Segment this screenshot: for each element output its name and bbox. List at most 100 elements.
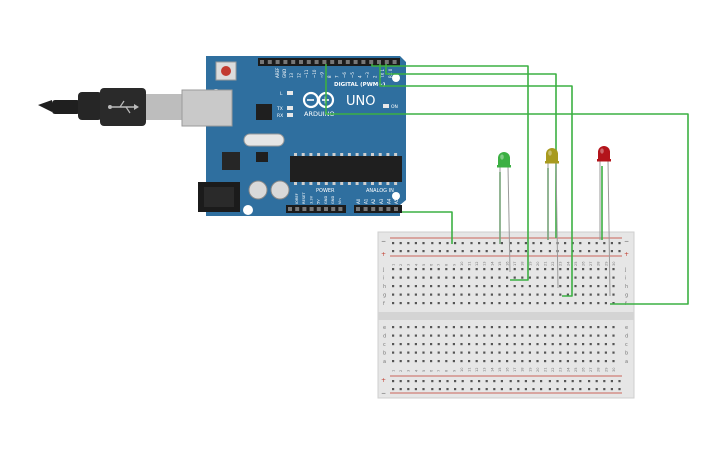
breadboard-hole[interactable] [399, 293, 402, 296]
breadboard-hole[interactable] [399, 268, 402, 271]
breadboard-hole[interactable] [524, 250, 527, 253]
breadboard-hole[interactable] [536, 326, 539, 329]
breadboard-hole[interactable] [460, 326, 463, 329]
breadboard-hole[interactable] [521, 302, 524, 305]
breadboard-hole[interactable] [582, 326, 585, 329]
breadboard-hole[interactable] [559, 343, 562, 346]
breadboard-hole[interactable] [446, 242, 449, 245]
breadboard-hole[interactable] [610, 388, 613, 391]
breadboard-hole[interactable] [399, 250, 402, 253]
breadboard-hole[interactable] [536, 302, 539, 305]
breadboard-hole[interactable] [574, 351, 577, 354]
breadboard-hole[interactable] [392, 351, 395, 354]
breadboard-hole[interactable] [392, 380, 395, 383]
breadboard-hole[interactable] [475, 334, 478, 337]
breadboard-hole[interactable] [506, 293, 509, 296]
breadboard-hole[interactable] [461, 242, 464, 245]
breadboard-hole[interactable] [513, 293, 516, 296]
breadboard-hole[interactable] [392, 360, 395, 363]
breadboard-hole[interactable] [544, 268, 547, 271]
breadboard-hole[interactable] [452, 285, 455, 288]
breadboard-hole[interactable] [452, 302, 455, 305]
breadboard-hole[interactable] [452, 276, 455, 279]
breadboard-hole[interactable] [506, 326, 509, 329]
breadboard-hole[interactable] [509, 250, 512, 253]
breadboard-hole[interactable] [452, 351, 455, 354]
breadboard-hole[interactable] [540, 250, 543, 253]
analog-pin-hole[interactable] [378, 207, 383, 211]
breadboard-hole[interactable] [559, 326, 562, 329]
power-pin-hole[interactable] [316, 207, 321, 211]
breadboard-hole[interactable] [566, 302, 569, 305]
breadboard-hole[interactable] [566, 360, 569, 363]
breadboard-hole[interactable] [460, 268, 463, 271]
breadboard-hole[interactable] [532, 250, 535, 253]
breadboard-hole[interactable] [470, 250, 473, 253]
breadboard-hole[interactable] [610, 380, 613, 383]
breadboard-hole[interactable] [498, 268, 501, 271]
breadboard-hole[interactable] [618, 242, 621, 245]
breadboard-hole[interactable] [407, 326, 410, 329]
breadboard-hole[interactable] [536, 276, 539, 279]
breadboard-hole[interactable] [452, 343, 455, 346]
breadboard-hole[interactable] [437, 268, 440, 271]
breadboard-hole[interactable] [460, 351, 463, 354]
breadboard-hole[interactable] [422, 250, 425, 253]
breadboard-hole[interactable] [506, 268, 509, 271]
breadboard-hole[interactable] [430, 302, 433, 305]
power-pin-hole[interactable] [302, 207, 307, 211]
breadboard-hole[interactable] [506, 343, 509, 346]
breadboard-hole[interactable] [468, 293, 471, 296]
breadboard-hole[interactable] [490, 293, 493, 296]
breadboard-hole[interactable] [589, 285, 592, 288]
breadboard-hole[interactable] [582, 285, 585, 288]
breadboard-hole[interactable] [392, 250, 395, 253]
breadboard-hole[interactable] [574, 302, 577, 305]
breadboard-hole[interactable] [445, 302, 448, 305]
breadboard-hole[interactable] [498, 302, 501, 305]
usb-cable[interactable] [38, 88, 182, 126]
power-pin-hole[interactable] [288, 207, 292, 211]
breadboard-hole[interactable] [589, 351, 592, 354]
breadboard-hole[interactable] [517, 250, 520, 253]
breadboard-hole[interactable] [571, 380, 574, 383]
breadboard-hole[interactable] [498, 293, 501, 296]
breadboard-hole[interactable] [544, 360, 547, 363]
power-pin-holes[interactable] [288, 207, 343, 211]
breadboard-hole[interactable] [612, 351, 615, 354]
digital-pin-hole[interactable] [384, 60, 389, 64]
breadboard-hole[interactable] [414, 334, 417, 337]
leds[interactable] [497, 146, 611, 297]
breadboard-hole[interactable] [506, 360, 509, 363]
breadboard-hole[interactable] [493, 388, 496, 391]
breadboard-hole[interactable] [618, 388, 621, 391]
breadboard-hole[interactable] [551, 326, 554, 329]
breadboard-hole[interactable] [566, 276, 569, 279]
breadboard-hole[interactable] [399, 276, 402, 279]
breadboard-hole[interactable] [524, 380, 527, 383]
breadboard-hole[interactable] [604, 276, 607, 279]
breadboard-hole[interactable] [540, 380, 543, 383]
breadboard-hole[interactable] [460, 343, 463, 346]
breadboard-hole[interactable] [422, 343, 425, 346]
breadboard-hole[interactable] [454, 380, 457, 383]
breadboard-hole[interactable] [445, 334, 448, 337]
breadboard-hole[interactable] [509, 388, 512, 391]
breadboard-hole[interactable] [544, 293, 547, 296]
breadboard-hole[interactable] [604, 326, 607, 329]
breadboard-hole[interactable] [475, 360, 478, 363]
breadboard-hole[interactable] [399, 334, 402, 337]
breadboard-hole[interactable] [430, 293, 433, 296]
breadboard-hole[interactable] [414, 250, 417, 253]
breadboard-hole[interactable] [454, 388, 457, 391]
breadboard-hole[interactable] [618, 380, 621, 383]
analog-pin-hole[interactable] [363, 207, 368, 211]
breadboard-hole[interactable] [582, 334, 585, 337]
breadboard-hole[interactable] [460, 285, 463, 288]
breadboard-hole[interactable] [536, 334, 539, 337]
breadboard-hole[interactable] [506, 351, 509, 354]
breadboard-hole[interactable] [597, 276, 600, 279]
breadboard-hole[interactable] [595, 242, 598, 245]
wire-pin-to-yellow-led[interactable] [379, 64, 573, 297]
